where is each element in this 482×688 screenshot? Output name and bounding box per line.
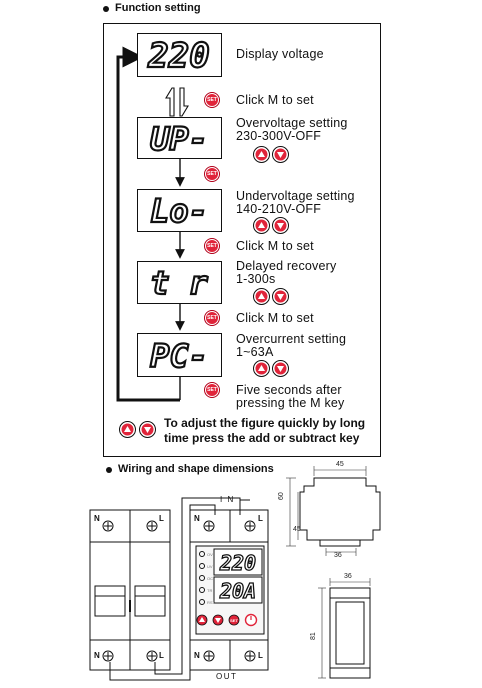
in-label: I N — [220, 495, 235, 504]
label-delayed-recovery-range: 1-300s — [236, 272, 276, 286]
breaker-terminal-n-bottom: N — [94, 651, 100, 660]
lcd-undervoltage: Lo- — [137, 189, 222, 232]
label-undervoltage-range: 140-210V-OFF — [236, 202, 322, 216]
down-arrow-icon — [272, 360, 289, 377]
device-terminal-l-bottom: L — [258, 651, 263, 660]
device-lcd-current: 20A — [219, 579, 256, 603]
label-overvoltage-range: 230-300V-OFF — [236, 129, 322, 143]
loop-back-line — [116, 46, 180, 402]
set-button-icon: SET — [204, 92, 220, 108]
label-delayed-recovery: Delayed recovery — [236, 259, 337, 273]
lcd-text: Lo- — [150, 192, 208, 230]
note-line-1: To adjust the figure quickly by long — [164, 416, 366, 430]
down-arrow-icon — [272, 217, 289, 234]
front-view-outline — [329, 587, 371, 679]
side-view-outline — [299, 477, 381, 547]
dim-width-front: 36 — [344, 573, 352, 580]
section-bullet — [103, 6, 109, 12]
device-terminal-n-top: N — [194, 514, 200, 523]
up-arrow-icon — [119, 421, 136, 438]
dim-width-top: 45 — [336, 461, 344, 468]
function-setting-frame — [103, 23, 381, 457]
label-overcurrent: Overcurrent setting — [236, 332, 347, 346]
final-line-1: Five seconds after — [236, 383, 342, 397]
dim-height-inner: 45 — [293, 526, 301, 533]
up-arrow-icon — [253, 288, 270, 305]
lcd-overvoltage: UP- — [137, 117, 222, 159]
section-title-function-setting: Function setting — [115, 2, 201, 14]
lcd-text: PC- — [150, 337, 208, 375]
device-terminal-l-top: L — [258, 514, 263, 523]
section-title-wiring: Wiring and shape dimensions — [118, 463, 274, 475]
side-indicator-label: OC — [207, 576, 213, 581]
set-button-icon: SET — [204, 238, 220, 254]
down-arrow-icon — [272, 288, 289, 305]
note-line-2: time press the add or subtract key — [164, 431, 360, 445]
dim-bottom-width: 36 — [334, 552, 342, 559]
set-button-icon: SET — [204, 382, 220, 398]
breaker-terminal-n-top: N — [94, 514, 100, 523]
click-m-to-set-3: Click M to set — [236, 311, 314, 325]
side-indicator-label: OV — [207, 552, 213, 557]
bidirectional-arrow — [165, 87, 175, 117]
click-m-to-set-1: Click M to set — [236, 93, 314, 107]
lcd-overcurrent: PC- — [137, 333, 222, 377]
lcd-display-voltage: 220 — [137, 33, 222, 77]
device-terminal-n-bottom: N — [194, 651, 200, 660]
label-undervoltage: Undervoltage setting — [236, 189, 355, 203]
svg-text:SET: SET — [230, 618, 238, 623]
up-arrow-icon — [253, 217, 270, 234]
dim-height: 60 — [278, 492, 285, 500]
down-arrow-icon — [272, 146, 289, 163]
set-button-icon: SET — [204, 310, 220, 326]
device-lcd-voltage: 220 — [219, 551, 256, 575]
label-overvoltage: Overvoltage setting — [236, 116, 348, 130]
dimension-lines — [286, 466, 367, 556]
dim-height-front: 81 — [310, 632, 317, 640]
out-label: OUT — [216, 672, 238, 681]
circuit-breaker — [89, 509, 171, 671]
side-indicator-label: TR — [207, 588, 213, 593]
label-display-voltage: Display voltage — [236, 47, 324, 61]
lcd-text: 220 — [147, 36, 209, 75]
up-arrow-icon — [253, 146, 270, 163]
label-overcurrent-range: 1~63A — [236, 345, 274, 359]
breaker-terminal-l-top: L — [159, 514, 164, 523]
lcd-text: t r — [150, 264, 209, 302]
click-m-to-set-2: Click M to set — [236, 239, 314, 253]
breaker-terminal-l-bottom: L — [159, 651, 164, 660]
final-line-2: pressing the M key — [236, 396, 345, 410]
section-bullet — [106, 467, 112, 473]
set-button-icon: SET — [204, 166, 220, 182]
lcd-delayed-recovery: t r — [137, 261, 222, 304]
side-indicator-label: UV — [207, 564, 213, 569]
lcd-text: UP- — [150, 120, 208, 157]
up-arrow-icon — [253, 360, 270, 377]
down-arrow-icon — [139, 421, 156, 438]
side-indicator-label: RST — [207, 600, 215, 605]
